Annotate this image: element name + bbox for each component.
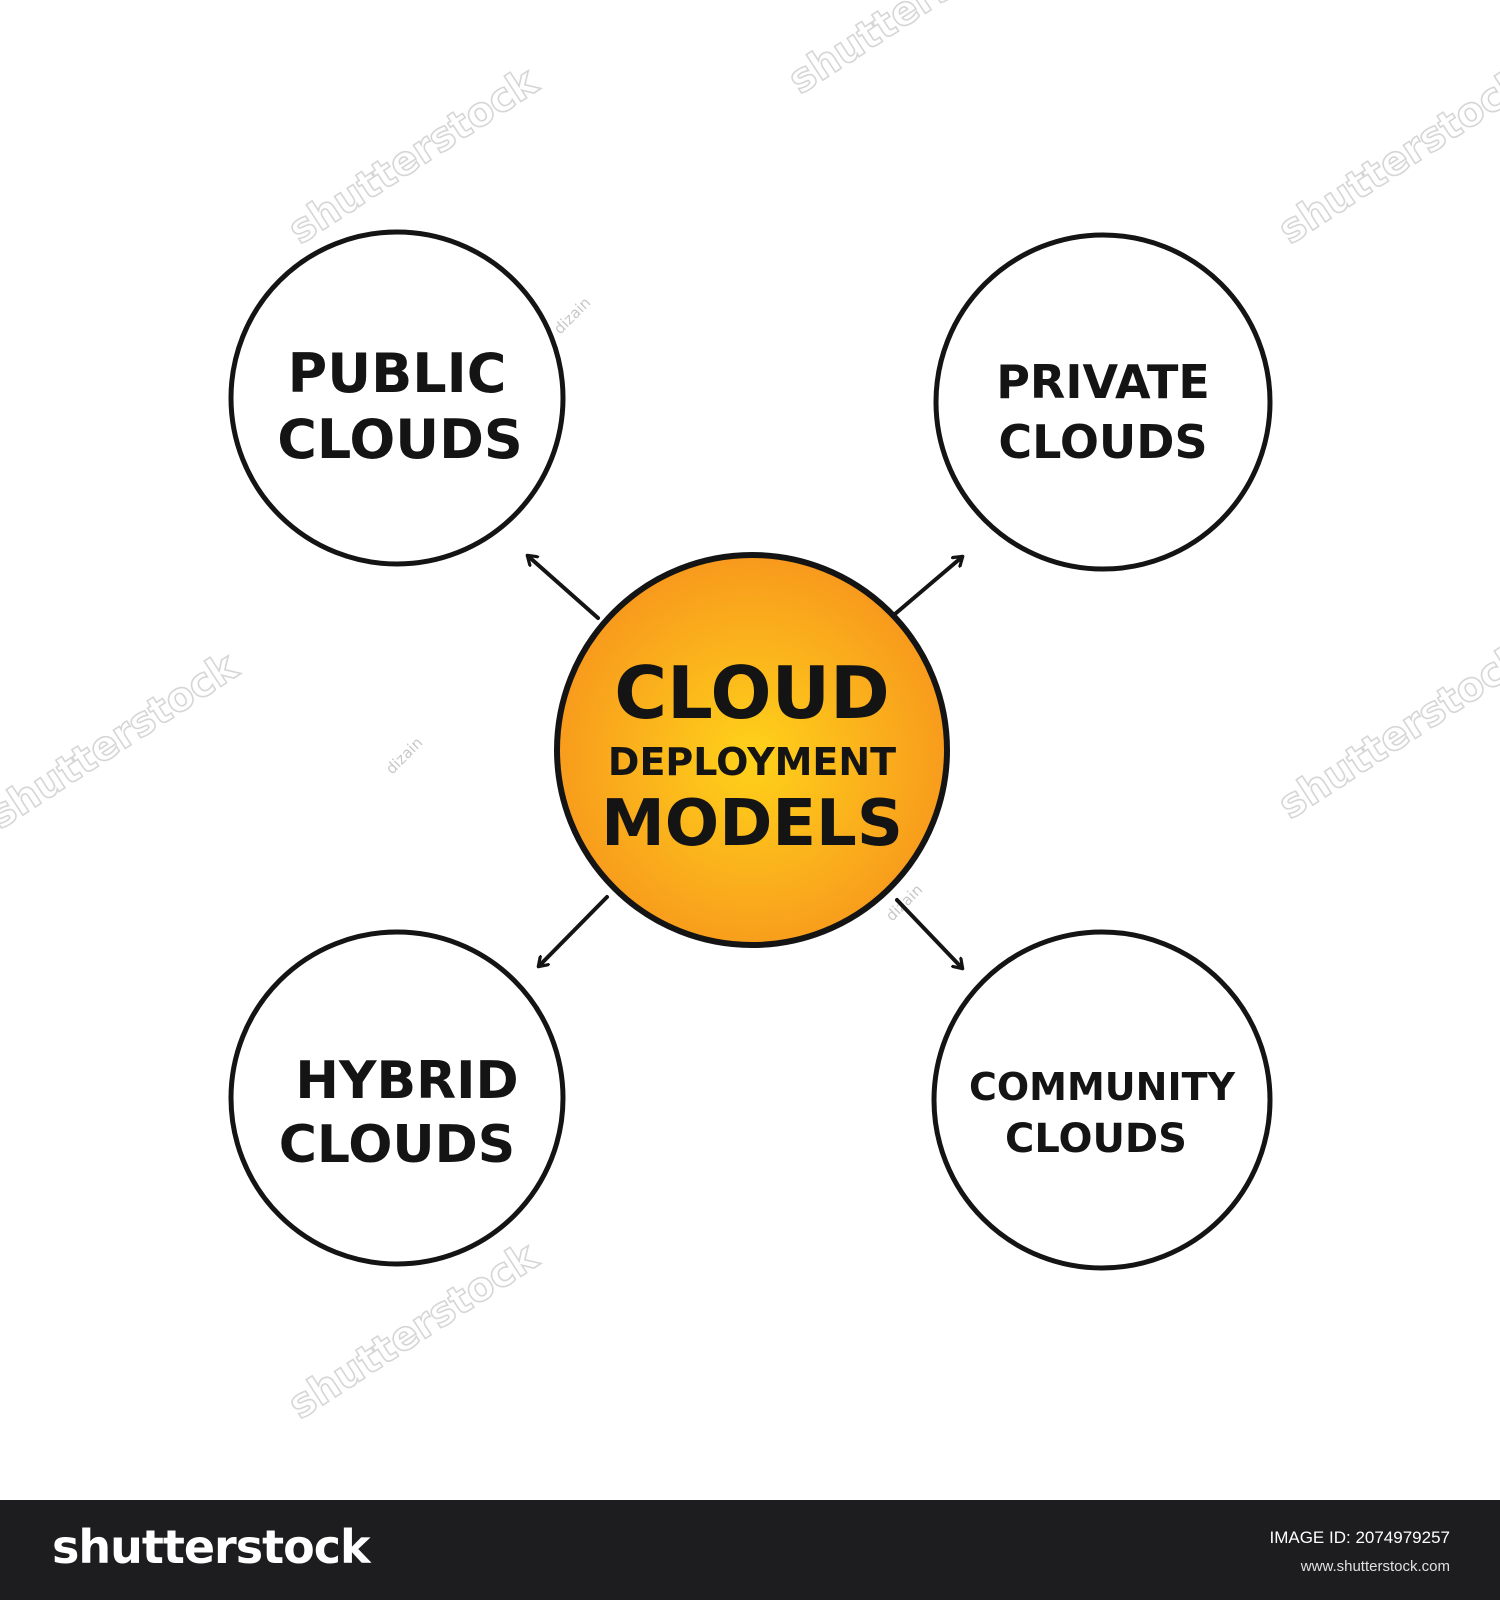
image-id-label: IMAGE ID: 2074979257 (1269, 1528, 1450, 1547)
arrow-to-private (893, 557, 962, 616)
watermark-text: shutterstock (0, 643, 247, 838)
watermark-text: shutterstock (1270, 633, 1500, 828)
central-node: CLOUD DEPLOYMENT MODELS (554, 552, 950, 948)
mind-map-diagram: shutterstock shutterstock shutterstock s… (0, 0, 1500, 1429)
node-label-line: HYBRID (295, 1051, 518, 1111)
node-circle (933, 232, 1273, 572)
arrow-to-community (895, 898, 962, 968)
shutterstock-logo: shutterstock (52, 1520, 371, 1574)
central-title-line: DEPLOYMENT (608, 740, 896, 784)
central-circle (554, 552, 950, 948)
node-label-line: PUBLIC (288, 342, 507, 405)
node-label-line: COMMUNITY (969, 1065, 1236, 1109)
node-community-clouds: COMMUNITY CLOUDS (931, 929, 1273, 1271)
central-title-line: CLOUD (614, 651, 890, 735)
watermark-text: shutterstock (1270, 58, 1500, 253)
node-label-line: PRIVATE (996, 355, 1210, 409)
node-label-line: CLOUDS (998, 415, 1207, 469)
credit-text: dizain (382, 734, 426, 778)
node-hybrid-clouds: HYBRID CLOUDS (228, 929, 566, 1267)
node-label-line: CLOUDS (277, 408, 523, 471)
node-circle (228, 229, 566, 567)
node-circle (931, 929, 1273, 1271)
node-label-line: CLOUDS (1005, 1116, 1187, 1162)
connector-arrows (528, 556, 962, 968)
node-label-line: CLOUDS (279, 1115, 516, 1175)
watermark-text: shutterstock (780, 0, 1047, 103)
arrow-to-hybrid (539, 895, 609, 966)
watermark-text: shutterstock (280, 58, 547, 253)
arrow-to-public (528, 556, 600, 620)
footer-bar: shutterstock IMAGE ID: 2074979257 www.sh… (0, 1500, 1500, 1600)
central-title-line: MODELS (601, 787, 903, 861)
node-circle (228, 929, 566, 1267)
credit-text: dizain (550, 294, 594, 338)
site-url: www.shutterstock.com (1300, 1558, 1450, 1575)
node-private-clouds: PRIVATE CLOUDS (933, 232, 1273, 572)
node-public-clouds: PUBLIC CLOUDS (228, 229, 566, 567)
